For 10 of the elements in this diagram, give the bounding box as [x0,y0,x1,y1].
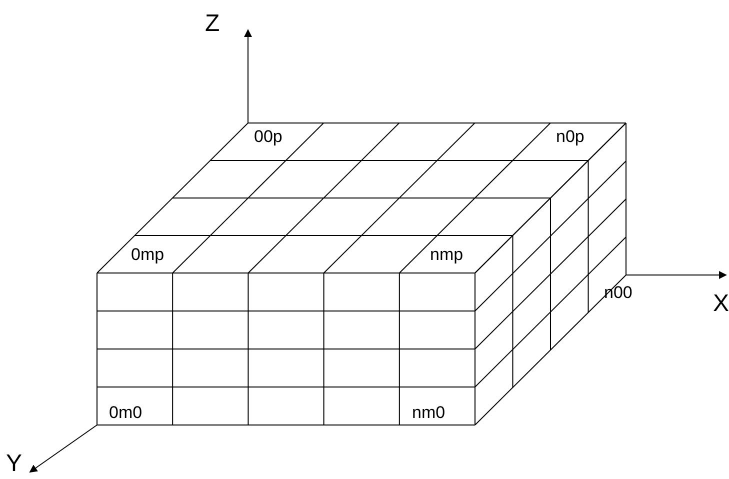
corner-label: n00 [604,284,632,301]
corner-label: nm0 [412,404,446,421]
corner-label: nmp [430,246,464,263]
corner-label: 00p [254,128,282,145]
axis-label: Z [205,12,220,36]
corner-label: 0mp [131,246,164,263]
axis-label: Y [6,452,22,476]
axis-label: X [713,292,729,316]
corner-label: 0m0 [109,404,142,421]
corner-label: n0p [556,128,584,145]
